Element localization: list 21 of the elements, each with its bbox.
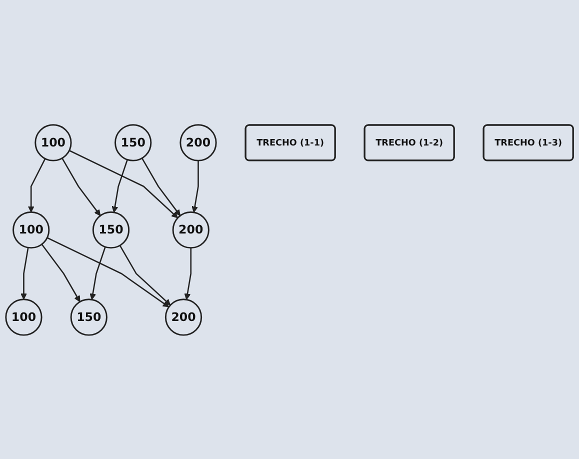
arrow [112,158,128,212]
arrow [141,157,180,216]
arrow [41,243,80,302]
node-circle: 100 [12,210,50,248]
arrow [192,160,199,212]
node-circle: 200 [164,298,202,336]
node-circle: 200 [180,124,217,161]
arrow [28,158,46,212]
node-circle: 100 [34,124,72,161]
arrow [119,244,171,305]
arrow [90,246,106,300]
arrow [46,236,170,307]
node-circle: 150 [70,298,108,336]
node-circle: 200 [172,210,210,248]
node-circle: 150 [114,124,152,161]
node-circle: 150 [92,210,130,248]
node-circle: 100 [5,298,42,336]
arrow [68,149,178,218]
arrow [20,246,29,300]
arrow [184,247,192,300]
arrow [62,157,101,216]
